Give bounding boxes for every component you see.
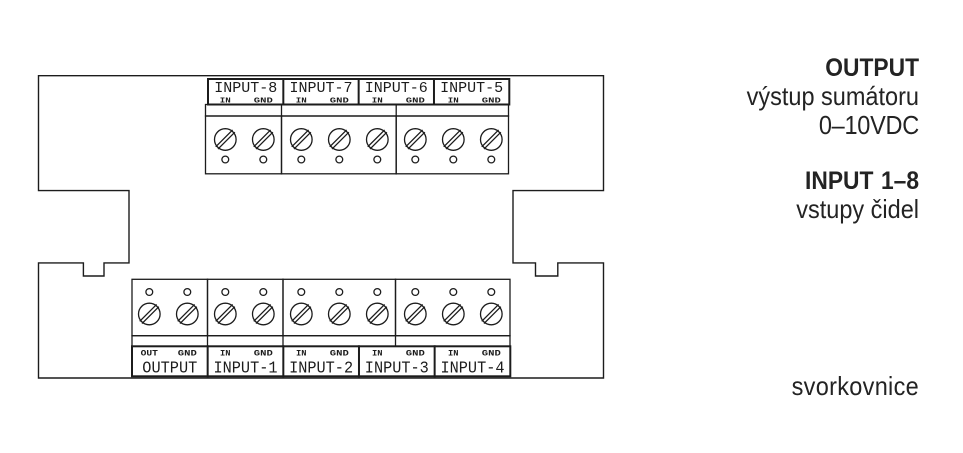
svg-text:INPUT-4: INPUT-4 <box>441 359 505 378</box>
svg-text:IN: IN <box>448 97 460 105</box>
svg-text:OUTPUT: OUTPUT <box>142 359 197 378</box>
svg-text:GND: GND <box>482 349 501 359</box>
svg-text:OUT: OUT <box>141 349 158 359</box>
svg-text:INPUT-5: INPUT-5 <box>440 80 503 97</box>
svg-text:GND: GND <box>178 349 197 359</box>
svg-text:IN: IN <box>220 97 232 105</box>
svg-text:INPUT-1: INPUT-1 <box>214 359 278 378</box>
svg-text:GND: GND <box>254 349 273 359</box>
svg-text:IN: IN <box>296 349 307 359</box>
svg-text:IN: IN <box>296 97 308 105</box>
svg-text:IN: IN <box>448 349 459 359</box>
svg-text:GND: GND <box>406 97 426 105</box>
svg-text:INPUT-7: INPUT-7 <box>289 80 352 97</box>
svg-text:GND: GND <box>254 97 274 105</box>
svg-text:IN: IN <box>372 349 383 359</box>
svg-text:IN: IN <box>220 349 231 359</box>
svg-text:GND: GND <box>330 97 350 105</box>
svg-text:GND: GND <box>482 97 502 105</box>
svg-text:GND: GND <box>330 349 349 359</box>
svg-text:GND: GND <box>406 349 425 359</box>
svg-text:INPUT-2: INPUT-2 <box>289 359 353 378</box>
svg-text:INPUT-6: INPUT-6 <box>365 80 428 97</box>
svg-text:INPUT-8: INPUT-8 <box>214 80 277 97</box>
svg-text:IN: IN <box>372 97 384 105</box>
svg-text:INPUT-3: INPUT-3 <box>365 359 429 378</box>
